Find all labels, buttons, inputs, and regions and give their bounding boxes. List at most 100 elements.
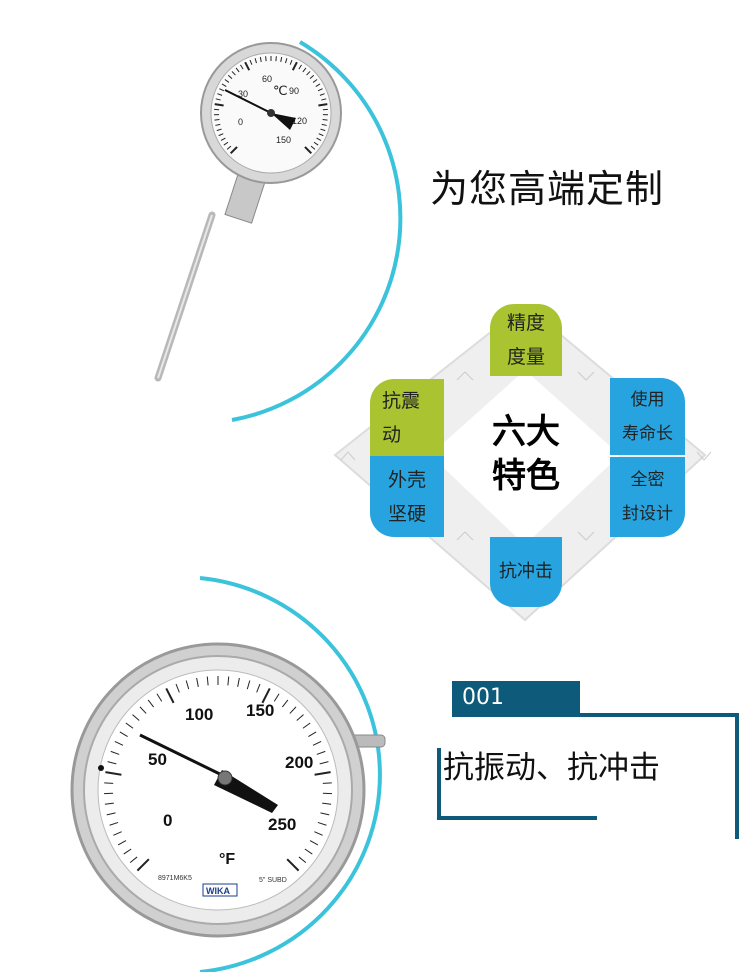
tile-line1: 抗震 xyxy=(382,389,421,412)
wika-logo-text: WIKA xyxy=(206,886,230,896)
feature-number-badge: 001 xyxy=(452,681,580,717)
gauge-tick xyxy=(114,741,124,746)
bottom-gauge-label-0: 0 xyxy=(163,811,172,830)
feature-tile-hard-shell: 外壳 坚硬 xyxy=(370,456,444,537)
gauge-tick xyxy=(229,146,238,155)
gauge-tick xyxy=(319,93,325,96)
gauge-tick xyxy=(110,750,120,755)
top-gauge-label-120: 120 xyxy=(292,116,307,126)
gauge-tick xyxy=(313,141,319,146)
feature-text: 抗振动、抗冲击 xyxy=(443,750,660,786)
center-title-line2: 特色 xyxy=(492,456,560,496)
top-gauge-label-0: 0 xyxy=(238,117,243,127)
gauge-tick xyxy=(227,74,233,79)
gauge-tick xyxy=(320,128,326,132)
gauge-tick xyxy=(315,83,321,87)
gauge-tick xyxy=(281,699,289,708)
gauge-tick xyxy=(317,88,323,92)
tile-line1: 外壳 xyxy=(387,468,426,491)
tile-line1: 精度 xyxy=(506,312,545,334)
gauge-tick xyxy=(185,680,190,690)
top-arc xyxy=(231,40,403,422)
gauge-tick xyxy=(227,676,230,686)
gauge-tick xyxy=(261,687,271,704)
gauge-tick xyxy=(286,858,300,872)
gauge-tick xyxy=(296,714,304,721)
gauge-tick xyxy=(107,761,117,765)
tile-line1: 全密 xyxy=(630,470,665,490)
feature-tile-precision: 精度 度量 xyxy=(490,304,562,376)
gauge-tick xyxy=(302,67,307,73)
gauge-tick xyxy=(316,137,322,141)
gauge-tick xyxy=(314,831,323,836)
gauge-size: 5" SUBD xyxy=(259,877,287,884)
gauge-tick xyxy=(109,821,119,826)
gauge-tick xyxy=(318,103,328,107)
gauge-tick xyxy=(322,802,332,805)
gauge-tick xyxy=(123,848,132,855)
bottom-gauge-needle xyxy=(139,733,229,780)
gauge-tick xyxy=(117,840,127,846)
top-gauge-needle xyxy=(224,89,272,114)
gauge-tick xyxy=(235,67,240,73)
gauge-tick xyxy=(104,802,114,805)
tile-line2: 封设计 xyxy=(622,504,673,524)
bottom-gauge-unit: °F xyxy=(219,851,235,868)
tile-line1: 抗冲击 xyxy=(499,561,553,582)
gauge-tick xyxy=(214,103,224,107)
gauge-tick xyxy=(231,71,236,76)
tile-line1: 使用 xyxy=(630,389,665,410)
gauge-tick xyxy=(104,782,114,784)
gauge-tick xyxy=(165,687,175,704)
gauge-tick xyxy=(139,706,147,714)
gauge-tick xyxy=(322,782,332,784)
gauge-tick xyxy=(322,119,328,121)
bottom-gauge-label-150: 150 xyxy=(246,701,274,720)
gauge-tick xyxy=(259,56,262,63)
feature-tile-sealed: 全密 封设计 xyxy=(610,457,685,537)
gauge-tick xyxy=(226,145,232,150)
gauge-tick xyxy=(291,61,298,71)
tile-line2: 坚硬 xyxy=(387,502,426,525)
gauge-tick xyxy=(280,56,283,63)
bottom-gauge-label-250: 250 xyxy=(268,815,296,834)
gauge-tick xyxy=(125,722,134,729)
gauge-tick xyxy=(316,750,326,755)
feature-tile-anti-shock: 抗震 动 xyxy=(370,379,444,456)
tile-line2: 寿命长 xyxy=(622,423,673,444)
gauge-tick xyxy=(106,812,116,816)
gauge-tick xyxy=(317,821,327,826)
gauge-tick xyxy=(216,128,222,132)
gauge-tick xyxy=(319,761,329,765)
gauge-tick xyxy=(314,771,331,776)
bracket-top-line xyxy=(578,713,738,717)
gauge-tick xyxy=(302,722,311,729)
gauge-tick xyxy=(309,74,315,79)
gauge-tick xyxy=(289,59,293,65)
top-gauge-label-150: 150 xyxy=(276,135,291,145)
tile-line2: 度量 xyxy=(506,346,545,368)
gauge-tick xyxy=(321,98,327,101)
top-gauge-label-90: 90 xyxy=(289,86,299,96)
gauge-tick xyxy=(304,848,313,855)
gauge-tick xyxy=(215,123,221,126)
bottom-arc xyxy=(199,576,382,972)
gauge-tick xyxy=(318,133,324,137)
feature-tile-long-life: 使用 寿命长 xyxy=(610,378,685,455)
gauge-tick xyxy=(306,71,311,76)
gauge-tick xyxy=(221,83,227,87)
gauge-tick xyxy=(218,133,224,137)
bottom-gauge-label-50: 50 xyxy=(148,750,167,769)
gauge-tick xyxy=(223,141,229,146)
diagram-center-title: 六大 特色 xyxy=(478,410,574,498)
gauge-tick xyxy=(256,683,261,693)
gauge-tick xyxy=(304,146,313,155)
gauge-model: 8971M6K5 xyxy=(158,875,192,882)
gauge-tick xyxy=(254,58,257,64)
bracket-right-line xyxy=(735,713,739,839)
gauge-tick xyxy=(249,59,253,65)
gauge-tick xyxy=(217,93,223,96)
gauge-tick xyxy=(285,58,288,64)
